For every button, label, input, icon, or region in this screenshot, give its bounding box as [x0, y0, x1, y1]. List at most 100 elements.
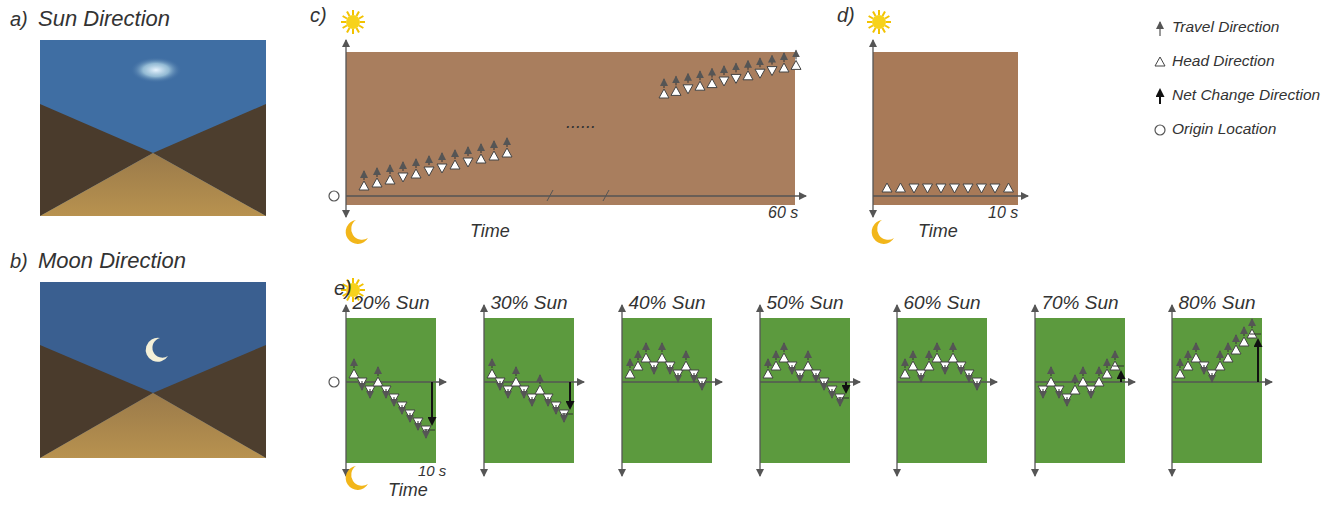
net-change-arrow: [431, 382, 433, 424]
net-tick: [562, 414, 573, 415]
head-triangle: [659, 89, 669, 98]
moon-icon: [872, 220, 894, 244]
head-triangle: [1155, 57, 1165, 66]
head-triangle: [657, 353, 667, 362]
travel-arrow: [516, 367, 517, 376]
travel-arrow: [646, 343, 647, 352]
travel-arrow: [429, 156, 430, 165]
travel-arrow: [540, 375, 541, 384]
axis-label: Time: [918, 221, 958, 242]
axis-line: [896, 305, 897, 476]
travel-arrow: [1115, 351, 1116, 360]
sun-ray: [869, 26, 873, 29]
head-triangle: [373, 377, 383, 386]
origin-circle: [329, 191, 339, 201]
travel-arrow: [548, 397, 549, 406]
plot-panel: 50% Sun: [760, 318, 850, 463]
travel-arrow: [937, 343, 938, 352]
panel-ground: [873, 52, 1018, 205]
travel-arrow: [1188, 351, 1189, 360]
axis-line: [872, 40, 873, 217]
sun-ray: [867, 21, 872, 23]
head-triangle: [707, 79, 717, 88]
travel-arrow: [654, 365, 655, 374]
travel-arrow: [816, 373, 817, 382]
scene-panel: b)Moon Direction: [8, 244, 278, 460]
sun-ray: [347, 28, 350, 32]
travel-arrow: [1196, 343, 1197, 352]
travel-arrow: [748, 61, 749, 70]
travel-arrow: [808, 351, 809, 360]
head-triangle: [385, 175, 395, 184]
axis-label: 10 s: [988, 204, 1018, 222]
origin-circle: [1155, 125, 1165, 135]
travel-arrow: [768, 359, 769, 368]
head-triangle: [923, 184, 933, 193]
legend-text: Net Change Direction: [1172, 86, 1320, 104]
travel-arrow: [953, 343, 954, 352]
travel-arrow: [556, 405, 557, 414]
travel-arrow: [455, 150, 456, 159]
travel-arrow: [800, 373, 801, 382]
plot-panel: 80% Sun: [1172, 318, 1262, 463]
sun-ray: [359, 16, 363, 19]
scene-panel: a)Sun Direction: [8, 2, 278, 218]
panel-ground: [346, 318, 436, 463]
panel-title: 70% Sun: [1041, 292, 1118, 314]
sun-ray: [347, 12, 350, 16]
travel-arrow: [1099, 367, 1100, 376]
travel-arrow: [905, 359, 906, 368]
travel-arrow: [468, 147, 469, 156]
head-triangle: [719, 77, 729, 86]
panel-title: 80% Sun: [1178, 292, 1255, 314]
axis-line: [759, 305, 760, 476]
head-triangle: [671, 86, 681, 95]
head-triangle: [437, 164, 447, 173]
travel-arrow: [630, 359, 631, 368]
sun-ray: [883, 28, 886, 32]
axis-line: [621, 305, 622, 476]
travel-arrow: [442, 153, 443, 162]
panel-ground: [760, 318, 850, 463]
panel-title: d): [837, 4, 855, 27]
travel-arrow: [1160, 22, 1161, 36]
travel-arrow: [1067, 397, 1068, 406]
head-triangle: [349, 369, 359, 378]
axis-line: [346, 195, 806, 196]
head-triangle: [476, 154, 486, 163]
travel-arrow: [1212, 373, 1213, 382]
travel-arrow: [929, 351, 930, 360]
head-triangle: [641, 353, 651, 362]
head-triangle: [463, 158, 473, 167]
axis-label: Time: [388, 480, 428, 501]
moon-icon: [346, 466, 368, 490]
travel-arrow: [694, 373, 695, 382]
travel-arrow: [1075, 375, 1076, 384]
travel-arrow: [403, 162, 404, 171]
sun-ray: [359, 26, 363, 29]
travel-arrow: [977, 381, 978, 390]
head-triangle: [803, 361, 813, 370]
sun-ray: [360, 21, 365, 23]
axis-label: Time: [470, 221, 510, 242]
head-triangle: [950, 184, 960, 193]
axis-label: 10 s: [418, 462, 446, 479]
travel-arrow: [378, 367, 379, 376]
sun-ray: [360, 289, 365, 291]
travel-arrow: [1091, 389, 1092, 398]
travel-arrow: [792, 365, 793, 374]
travel-arrow: [832, 389, 833, 398]
legend-text: Travel Direction: [1172, 18, 1279, 36]
travel-arrow: [662, 343, 663, 352]
travel-arrow: [1236, 335, 1237, 344]
travel-arrow: [1059, 389, 1060, 398]
sun-ray: [341, 21, 346, 23]
travel-arrow: [402, 405, 403, 414]
axis-label: ......: [566, 112, 596, 133]
travel-arrow: [712, 69, 713, 78]
panel-ground: [346, 52, 795, 205]
net-tick: [424, 430, 435, 431]
sun-ray: [352, 10, 354, 15]
head-triangle: [977, 184, 987, 193]
travel-arrow: [1180, 359, 1181, 368]
